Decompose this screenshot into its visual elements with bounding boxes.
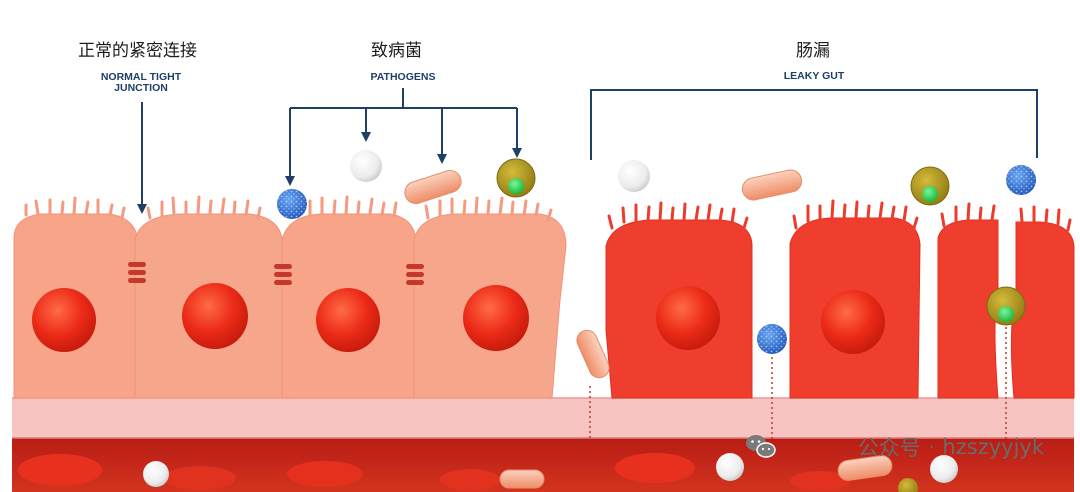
white-pathogen — [930, 455, 958, 483]
rod-pathogen — [404, 169, 462, 205]
rod-pathogen — [499, 469, 545, 489]
white-pathogen — [618, 160, 650, 192]
watermark: 公众号 · hzszyyjyk — [858, 432, 1044, 462]
blue-pathogen — [757, 324, 787, 354]
nucleus — [463, 285, 529, 351]
pathogens-label-en: PATHOGENS — [370, 71, 436, 83]
normal-junction-label-zh: 正常的紧密连接 — [78, 41, 197, 61]
watermark-separator: · — [928, 436, 935, 458]
leaky-gut-label-en: LEAKY GUT — [783, 70, 845, 82]
tight-junction — [128, 262, 146, 283]
nucleus — [182, 283, 248, 349]
rod-pathogen — [837, 455, 893, 481]
nucleus — [656, 286, 720, 350]
blue-pathogen — [1006, 165, 1036, 195]
arrowhead — [512, 148, 522, 158]
nucleus — [821, 290, 885, 354]
watermark-account: hzszyyjyk — [942, 435, 1044, 459]
connectors — [141, 88, 1038, 206]
arrowhead — [285, 176, 295, 186]
olive-pathogen — [986, 286, 1026, 326]
leaky-cells — [605, 199, 1075, 399]
red-blood-cell — [164, 466, 236, 490]
pathogens — [277, 150, 1036, 379]
healthy-cells — [13, 195, 567, 399]
wechat-icon — [746, 435, 776, 458]
tight-junction — [274, 264, 292, 285]
red-blood-cell — [287, 461, 363, 487]
watermark-text: 公众号 — [857, 436, 921, 460]
tight-junction — [406, 264, 424, 285]
blood-vessel — [12, 438, 1074, 492]
blue-pathogen — [277, 189, 307, 219]
rod-pathogen — [741, 169, 803, 201]
nucleus — [316, 288, 380, 352]
nucleus — [32, 288, 96, 352]
leaky-gut-label-zh: 肠漏 — [796, 41, 830, 61]
normal-junction-label-en: NORMAL TIGHT JUNCTION — [86, 72, 196, 94]
red-blood-cell — [790, 471, 850, 491]
arrowhead — [437, 154, 447, 164]
olive-pathogen — [496, 158, 536, 198]
rod-pathogen — [576, 329, 610, 379]
red-blood-cell — [615, 453, 695, 483]
normal-junction-label-en-line2: JUNCTION — [114, 82, 168, 94]
arrowhead — [137, 204, 147, 214]
red-blood-cell — [440, 469, 500, 491]
white-pathogen — [350, 150, 382, 182]
arrowheads — [137, 132, 522, 214]
olive-pathogen — [898, 478, 918, 492]
leaky-gut-bracket — [590, 89, 1038, 160]
white-pathogen — [716, 453, 744, 481]
olive-pathogen — [910, 166, 950, 206]
pathogens-label-zh: 致病菌 — [371, 41, 422, 61]
normal-junction-label-en-line1: NORMAL TIGHT — [100, 71, 182, 83]
white-pathogen — [143, 461, 169, 487]
arrowhead — [361, 132, 371, 142]
red-blood-cell — [18, 454, 102, 486]
